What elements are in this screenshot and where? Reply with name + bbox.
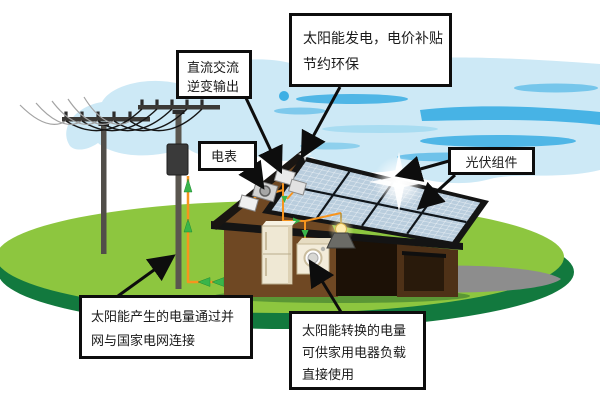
flow-arrow-left-icon: [197, 277, 211, 287]
label-line: 光伏组件: [465, 155, 518, 170]
label-line: 电表: [211, 149, 238, 164]
callout-arrow: [300, 86, 342, 159]
label-meter: 电表: [198, 141, 257, 171]
label-grid-connection: 太阳能产生的电量通过并 网与国家电网连接: [79, 295, 253, 359]
label-line: 可供家用电器负载: [302, 345, 407, 360]
label-line: 直流交流: [187, 60, 240, 75]
label-line: 太阳能发电，电价补贴: [303, 30, 443, 46]
lamp-shade: [326, 232, 356, 249]
callout-arrow: [244, 97, 283, 175]
transformer-box: [166, 143, 189, 176]
interior-opening: [336, 238, 397, 296]
callout-arrows: [117, 86, 457, 313]
flow-arrow-down-icon: [281, 196, 288, 203]
label-line: 逆变输出: [187, 79, 240, 94]
label-line: 太阳能产生的电量通过并: [91, 309, 235, 324]
power-lines: [19, 96, 204, 132]
callout-arrow: [117, 254, 176, 298]
flow-arrow-up-icon: [183, 218, 193, 233]
junction-box-device: [287, 178, 307, 196]
callout-arrow: [416, 173, 457, 211]
pendant-lamp: [326, 213, 356, 249]
label-line: 直接使用: [302, 367, 355, 382]
label-household-load: 太阳能转换的电量 可供家用电器负载 直接使用: [289, 311, 426, 390]
label-inverter-output: 直流交流 逆变输出: [176, 50, 252, 99]
utility-pole-right: [138, 105, 220, 289]
label-line: 节约环保: [303, 56, 359, 72]
flow-arrow-right-icon: [293, 217, 301, 225]
label-benefit: 太阳能发电，电价补贴 节约环保: [289, 13, 452, 87]
garage-door: [404, 254, 444, 291]
callout-arrow: [394, 155, 450, 182]
label-pv-module: 光伏组件: [448, 147, 535, 175]
label-line: 太阳能转换的电量: [302, 323, 407, 338]
callout-arrow: [238, 159, 265, 190]
distribution-box-device: [238, 194, 259, 212]
callout-arrow: [308, 259, 343, 313]
flow-arrow-down-icon: [301, 230, 309, 238]
meter-dial-icon: [259, 185, 271, 197]
door-lintel: [402, 251, 446, 258]
label-line: 网与国家电网连接: [91, 333, 196, 348]
flow-arrow-up-icon: [183, 178, 193, 193]
refrigerator: [261, 221, 296, 285]
